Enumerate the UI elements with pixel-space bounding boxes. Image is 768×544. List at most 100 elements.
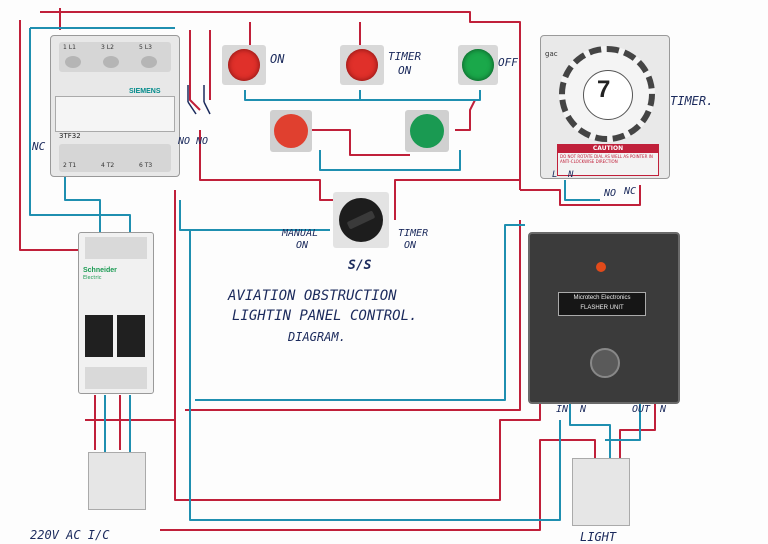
timer-contact-no: NO: [604, 188, 617, 199]
flasher-gland-icon: [590, 348, 620, 378]
timer-dial-number: 7: [597, 76, 611, 103]
mcb-toggle-handle[interactable]: [85, 315, 113, 357]
aux-contact-symbol: [187, 85, 211, 115]
lamp-off: [458, 45, 498, 85]
timer-caution-title: CAUTION: [558, 145, 658, 153]
button-red-icon: [274, 114, 308, 148]
selector-name: S/S: [348, 258, 372, 273]
lamp-off-label: OFF: [498, 56, 518, 69]
wire-red: [199, 130, 350, 201]
red-wires: [19, 8, 656, 531]
wire-red: [189, 30, 201, 111]
timer-caution-text: DO NOT ROTATE DIAL AS WELL AS POINTER IN…: [560, 154, 653, 164]
flasher-unit: Microtech Electronics FLASHER UNIT: [528, 232, 680, 404]
supply-label: 220V AC I/C: [30, 528, 110, 542]
timer-dial-center: [583, 70, 633, 120]
selector-timer-label: ON: [404, 240, 417, 251]
lamp-timer-on: [340, 45, 384, 85]
contactor-model: 3TF32: [59, 132, 81, 140]
contactor-screw-icon: [65, 56, 81, 68]
flasher-unit-name: FLASHER UNIT: [580, 305, 624, 311]
wire-red: [394, 179, 520, 220]
flasher-nameplate: Microtech Electronics FLASHER UNIT: [558, 292, 646, 316]
selector-knob-bar: [346, 210, 376, 230]
aux-contact-block: [180, 80, 214, 140]
wire-blue: [189, 230, 561, 521]
lamp-on: [222, 45, 266, 85]
mcb-brand-sub: Electric: [83, 275, 102, 281]
stop-push-button[interactable]: [405, 110, 449, 152]
wire-blue: [244, 90, 481, 101]
start-push-button[interactable]: [270, 110, 312, 152]
selector-switch[interactable]: [333, 192, 389, 248]
selector-manual-label: ON: [296, 240, 309, 251]
lamp-green-icon: [462, 49, 494, 81]
flasher-out-n-label: N: [660, 404, 667, 415]
wire-red: [619, 400, 656, 470]
mcb-top-terminal: [85, 237, 147, 259]
button-green-icon: [410, 114, 444, 148]
timer-brand: gac: [545, 50, 558, 58]
timer-terminal-n: N: [568, 170, 574, 180]
contactor-terminal-row-bottom: [59, 144, 171, 172]
lamp-red-icon: [228, 49, 260, 81]
contactor-screw-icon: [103, 56, 119, 68]
wire-blue: [195, 224, 525, 401]
wire-blue: [64, 175, 101, 240]
timer-dial-icon: 7: [559, 46, 655, 142]
contactor: 1 L1 3 L2 5 L3 SIEMENS 3TF32 2 T1 4 T2 6…: [50, 35, 180, 177]
supply-terminal-block: [88, 452, 146, 510]
wire-blue: [605, 400, 641, 441]
contactor-terminal-label: 6 T3: [139, 162, 153, 169]
wire-blue: [29, 28, 131, 240]
lamp-on-label: ON: [270, 52, 285, 66]
timer-caution-sticker: CAUTION DO NOT ROTATE DIAL AS WELL AS PO…: [557, 144, 659, 176]
flasher-led-icon: [596, 262, 606, 272]
contactor-terminal-label: 4 T2: [101, 162, 115, 169]
flasher-in-label: IN: [556, 404, 569, 415]
wire-blue: [564, 180, 600, 201]
aux-no-label: NO: [196, 136, 209, 147]
wire-blue: [179, 200, 330, 231]
diagram-title-line3: DIAGRAM.: [288, 330, 346, 344]
mcb-toggle-handle[interactable]: [117, 315, 145, 357]
contactor-screw-icon: [141, 56, 157, 68]
diagram-title-line1: AVIATION OBSTRUCTION: [228, 288, 397, 304]
selector-knob-icon: [339, 198, 383, 242]
timer-terminal-l: L: [552, 170, 558, 180]
flasher-out-label: OUT: [632, 404, 651, 415]
timer-contact-nc: NC: [624, 186, 637, 197]
wire-red: [174, 190, 541, 501]
wire-red: [40, 11, 521, 190]
light-label: LIGHT: [580, 530, 617, 544]
contactor-terminal-label: 1 L1: [63, 44, 76, 51]
wire-blue: [569, 400, 611, 470]
mcb-breaker: Schneider Electric: [78, 232, 154, 394]
lamp-timer-label: ON: [398, 64, 412, 77]
wire-red: [160, 439, 596, 531]
diagram-title-line2: LIGHTIN PANEL CONTROL.: [232, 308, 418, 324]
light-terminal-block: [572, 458, 630, 526]
wire-red: [19, 20, 95, 251]
aux-no-label: NO: [178, 136, 191, 147]
flasher-in-n-label: N: [580, 404, 587, 415]
lamp-timer-label: TIMER: [388, 50, 422, 63]
timer-device: gac 7 CAUTION DO NOT ROTATE DIAL AS WELL…: [540, 35, 670, 179]
blue-wires: [29, 27, 641, 521]
contactor-brand-strip: [55, 96, 175, 132]
wire-red: [185, 220, 521, 411]
contactor-terminal-label: 2 T1: [63, 162, 77, 169]
selector-manual-label: MANUAL: [282, 228, 319, 239]
wire-red: [310, 129, 410, 156]
flasher-maker: Microtech Electronics: [573, 295, 631, 301]
contactor-terminal-label: 3 L2: [101, 44, 114, 51]
aux-nc-label: NC: [32, 140, 46, 153]
mcb-brand: Schneider: [83, 267, 117, 274]
wire-red: [455, 99, 476, 131]
wire-red: [520, 185, 641, 206]
lamp-red-icon: [346, 49, 378, 81]
contactor-brand: SIEMENS: [129, 88, 161, 95]
timer-label: TIMER.: [670, 94, 714, 108]
contactor-terminal-label: 5 L3: [139, 44, 152, 51]
